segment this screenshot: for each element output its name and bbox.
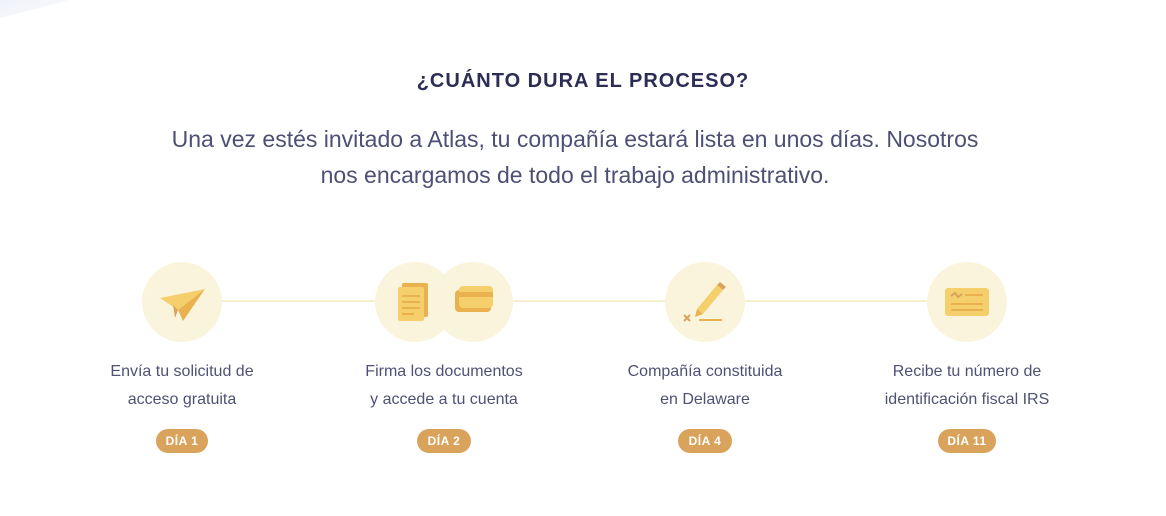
step-4-label: Recibe tu número de identificación fisca…	[847, 358, 1087, 414]
lead-line-1: Una vez estés invitado a Atlas, tu compa…	[171, 126, 979, 152]
step-2-icon-circle	[375, 262, 455, 342]
step-2-line-2: y accede a tu cuenta	[370, 391, 518, 408]
step-4-line-2: identificación fiscal IRS	[884, 391, 1050, 408]
step-1-icon-circle	[142, 262, 222, 342]
step-1-line-1: Envía tu solicitud de	[110, 363, 254, 380]
pen-signature-icon	[683, 282, 726, 322]
section-title: ¿CUÁNTO DURA EL PROCESO?	[416, 70, 750, 92]
step-2-day-badge: DÍA 2	[417, 429, 471, 453]
step-3-day-badge: DÍA 4	[678, 429, 732, 453]
step-4-day-badge: DÍA 11	[938, 429, 996, 453]
tax-id-card-icon	[945, 288, 989, 316]
step-2-label: Firma los documentos y accede a tu cuent…	[324, 358, 564, 414]
credit-cards-icon	[455, 286, 493, 312]
timeline-line	[182, 300, 967, 302]
section-lead: Una vez estés invitado a Atlas, tu compa…	[160, 121, 990, 193]
corner-decoration	[0, 0, 70, 18]
step-4-line-1: Recibe tu número de	[892, 363, 1042, 380]
step-3-icon-circle	[665, 262, 745, 342]
lead-line-2: nos encargamos de todo el trabajo admini…	[320, 162, 830, 188]
step-3-line-2: en Delaware	[660, 391, 750, 408]
step-1-line-2: acceso gratuita	[127, 391, 237, 408]
step-4-icon-circle	[927, 262, 1007, 342]
step-2-line-1: Firma los documentos	[365, 363, 523, 380]
step-1-day-badge: DÍA 1	[156, 429, 208, 453]
step-1-label: Envía tu solicitud de acceso gratuita	[62, 358, 302, 414]
documents-icon	[398, 283, 428, 321]
paper-plane-icon	[160, 289, 205, 321]
step-3-label: Compañía constituida en Delaware	[585, 358, 825, 414]
step-3-line-1: Compañía constituida	[627, 363, 783, 380]
